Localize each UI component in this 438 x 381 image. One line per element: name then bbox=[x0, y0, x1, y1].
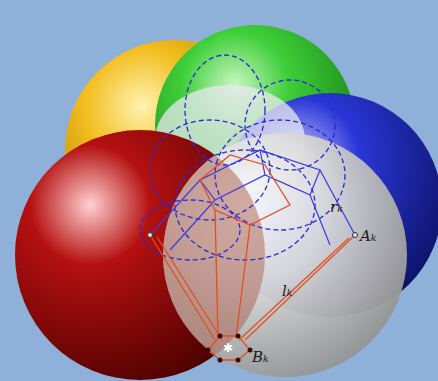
red-lines bbox=[150, 155, 355, 360]
point-label: Aₖ bbox=[360, 229, 376, 244]
star-mark: ✱ bbox=[223, 341, 233, 355]
point-label: lₖ bbox=[282, 284, 292, 299]
point-label: Bₖ bbox=[252, 350, 269, 365]
vertex-dots bbox=[148, 233, 358, 363]
dashed-circles bbox=[140, 55, 345, 260]
blue-frame bbox=[150, 150, 355, 250]
point-label: rₖ bbox=[330, 200, 343, 215]
